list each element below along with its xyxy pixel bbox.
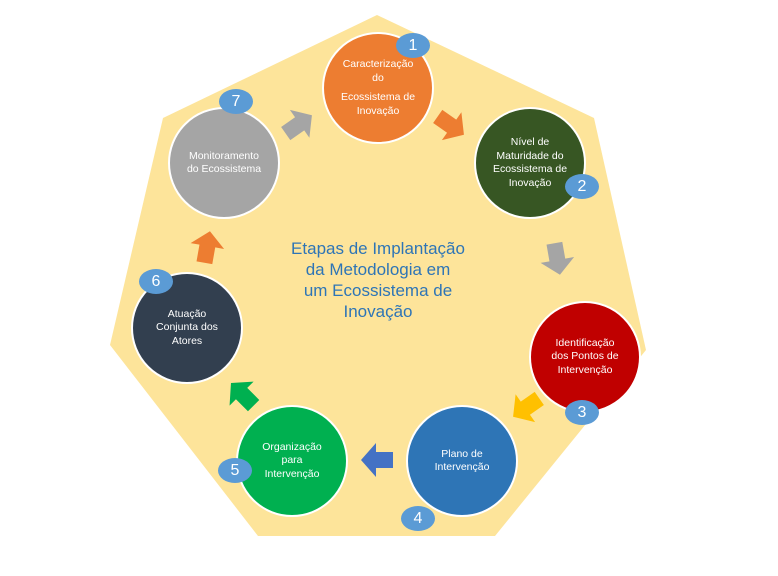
step-number-badge: 7 (219, 89, 253, 114)
step-label-line: Intervenção (264, 467, 320, 480)
step-number-badge: 4 (401, 506, 435, 531)
step-label-line: Intervenção (557, 363, 613, 376)
title-line: um Ecossistema de (303, 281, 453, 300)
step-label-line: Plano de (441, 447, 483, 460)
step-number-badge: 2 (565, 174, 599, 199)
step-label-line: para (281, 454, 303, 467)
arrow-3-to-4-icon (513, 391, 544, 423)
step-label-line: Intervenção (434, 461, 490, 473)
step-number-badge: 6 (139, 269, 173, 294)
step-label-line: do Ecossistema (186, 163, 262, 175)
step-label-line: Ecossistema de (492, 163, 568, 175)
step-label-line: Atuação (167, 307, 207, 320)
step-label-line: Maturidade do (496, 149, 564, 162)
step-number-badge: 3 (565, 400, 599, 425)
step-label-line: Identificação (555, 336, 615, 349)
step-label-line: Inovação (508, 176, 552, 189)
diagram-title: Etapas de Implantação da Metodologia em … (258, 238, 498, 322)
step-number-badge: 5 (218, 458, 252, 483)
step-label-line: do (372, 71, 384, 84)
arrow-6-to-7-icon (190, 231, 225, 265)
arrow-5-to-6-icon (229, 381, 260, 412)
title-line: da Metodologia em (305, 260, 451, 279)
step-label-line: Ecossistema de (340, 91, 416, 103)
step-label-line: Organização (262, 440, 322, 453)
step-number-badge: 1 (396, 33, 430, 58)
step-label-line: Conjunta dos (156, 321, 218, 334)
step-label-line: Nível de (510, 136, 550, 148)
arrow-4-to-5-icon (361, 443, 393, 477)
step-label-line: Monitoramento (188, 149, 260, 162)
step-label-line: Caracterização (342, 58, 414, 70)
arrow-7-to-1-icon (281, 109, 312, 141)
step-label-line: Inovação (356, 104, 400, 117)
title-line: Etapas de Implantação (291, 239, 465, 258)
step-label-line: Atores (171, 334, 203, 347)
title-line: Inovação (343, 302, 413, 321)
arrow-1-to-2-icon (433, 109, 464, 141)
step-label-line: dos Pontos de (551, 350, 619, 363)
arrow-2-to-3-icon (540, 241, 575, 275)
